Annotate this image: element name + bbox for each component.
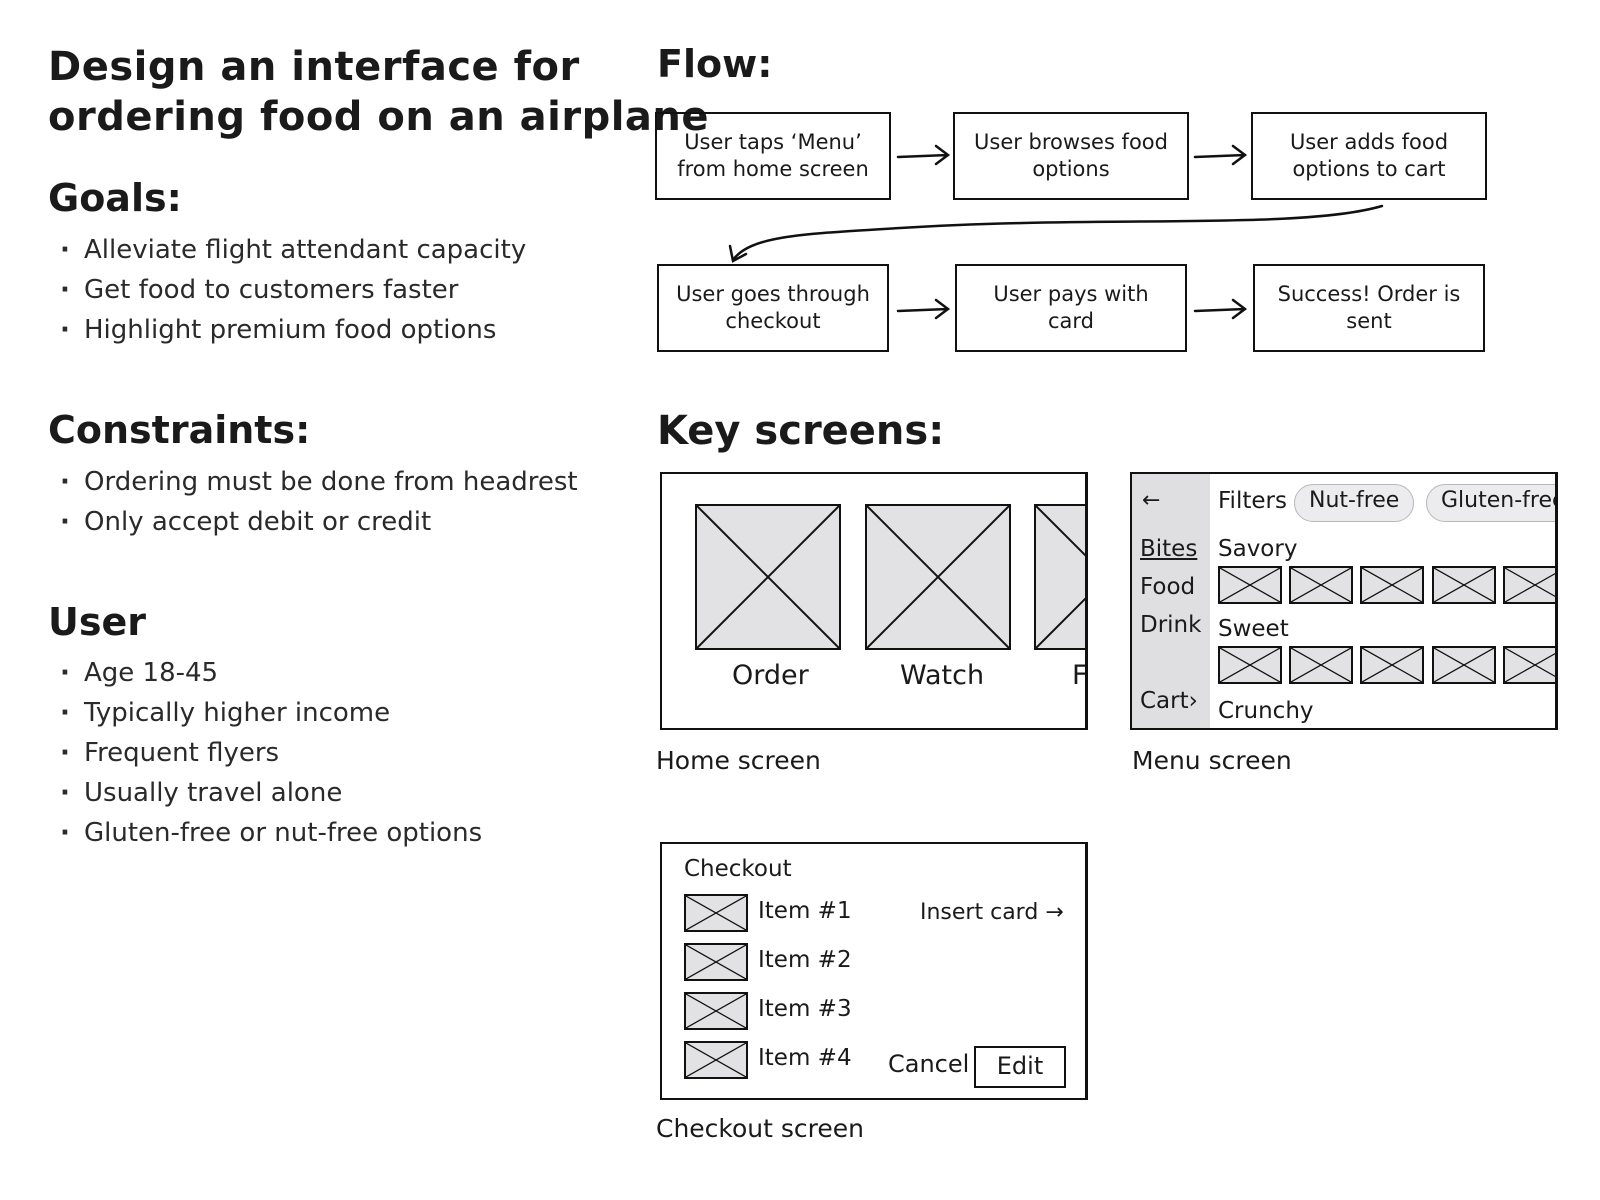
flow-step-text: User adds food xyxy=(1289,130,1449,154)
flow-arrows xyxy=(728,144,1384,320)
flow-step-text: options xyxy=(1032,157,1110,181)
food-thumbnail[interactable] xyxy=(1289,566,1353,604)
cart-link[interactable]: Cart› xyxy=(1140,688,1198,714)
food-thumbnail[interactable] xyxy=(1432,646,1496,684)
menu-screen-caption: Menu screen xyxy=(1132,746,1292,775)
list-item: Frequent flyers xyxy=(60,733,482,773)
constraints-list: Ordering must be done from headrest Only… xyxy=(60,462,578,542)
list-item: Gluten-free or nut-free options xyxy=(60,813,482,853)
third-label: F xyxy=(1072,660,1088,691)
food-thumbnail[interactable] xyxy=(1432,566,1496,604)
flow-step-text: checkout xyxy=(725,309,821,333)
page-title: Design an interface for ordering food on… xyxy=(48,42,709,142)
title-line-1: Design an interface for xyxy=(48,44,580,90)
user-list: Age 18-45 Typically higher income Freque… xyxy=(60,653,482,853)
list-item: Get food to customers faster xyxy=(60,270,526,310)
checkout-item: Item #2 xyxy=(758,947,852,973)
order-label: Order xyxy=(732,660,809,691)
arrow-right-icon xyxy=(1193,144,1248,166)
user-heading: User xyxy=(48,600,146,644)
flow-step-4: User goes through checkout xyxy=(657,264,889,352)
item-thumbnail xyxy=(684,943,748,981)
checkout-title: Checkout xyxy=(684,856,792,882)
food-thumbnail[interactable] xyxy=(1360,646,1424,684)
flow-step-text: card xyxy=(1047,309,1094,333)
item-thumbnail xyxy=(684,1041,748,1079)
food-thumbnail[interactable] xyxy=(1218,566,1282,604)
food-thumbnail[interactable] xyxy=(1503,566,1555,604)
sidebar-item-food[interactable]: Food xyxy=(1140,574,1196,600)
edit-button[interactable]: Edit xyxy=(974,1046,1066,1088)
filters-label: Filters xyxy=(1218,488,1287,514)
list-item: Age 18-45 xyxy=(60,653,482,693)
flow-step-text: options to cart xyxy=(1292,157,1446,181)
flow-step-text: User browses food xyxy=(974,130,1168,154)
list-item: Typically higher income xyxy=(60,693,482,733)
menu-screen-frame: ← Bites Food Drink Cart› Filters Nut-fre… xyxy=(1130,472,1558,730)
item-thumbnail xyxy=(684,992,748,1030)
flow-step-text: User goes through xyxy=(676,282,870,306)
arrow-right-icon xyxy=(896,144,951,166)
flow-step-text: Success! Order is xyxy=(1277,282,1461,306)
item-thumbnail xyxy=(684,894,748,932)
home-screen-frame: Order Watch F xyxy=(660,472,1088,730)
food-thumbnail[interactable] xyxy=(1289,646,1353,684)
flow-step-text: sent xyxy=(1346,309,1392,333)
insert-card-link[interactable]: Insert card → xyxy=(920,900,1064,925)
checkout-item: Item #4 xyxy=(758,1045,852,1071)
menu-sidebar: ← Bites Food Drink Cart› xyxy=(1132,474,1210,728)
cancel-button[interactable]: Cancel xyxy=(888,1050,970,1078)
back-arrow-icon[interactable]: ← xyxy=(1142,488,1161,513)
checkout-item: Item #1 xyxy=(758,898,852,924)
checkout-screen-caption: Checkout screen xyxy=(656,1114,865,1143)
home-screen-caption: Home screen xyxy=(656,746,821,775)
checkout-item: Item #3 xyxy=(758,996,852,1022)
row-label-sweet: Sweet xyxy=(1218,616,1289,642)
arrow-right-icon xyxy=(1193,298,1248,320)
flow-step-5: User pays with card xyxy=(955,264,1187,352)
list-item: Only accept debit or credit xyxy=(60,502,578,542)
list-item: Ordering must be done from headrest xyxy=(60,462,578,502)
constraints-heading: Constraints: xyxy=(48,408,311,452)
flow-heading: Flow: xyxy=(657,42,773,86)
flow-step-1: User taps ‘Menu’ from home screen xyxy=(655,112,891,200)
filter-chip-gluten-free[interactable]: Gluten-free xyxy=(1426,484,1555,522)
arrow-right-icon xyxy=(896,298,951,320)
order-tile[interactable] xyxy=(695,504,841,650)
goals-heading: Goals: xyxy=(48,176,182,220)
row-label-savory: Savory xyxy=(1218,536,1298,562)
third-tile[interactable] xyxy=(1034,504,1085,650)
flow-step-2: User browses food options xyxy=(953,112,1189,200)
row-label-crunchy: Crunchy xyxy=(1218,698,1314,724)
flow-step-3: User adds food options to cart xyxy=(1251,112,1487,200)
key-screens-heading: Key screens: xyxy=(657,408,945,454)
sidebar-item-bites[interactable]: Bites xyxy=(1140,536,1198,562)
sidebar-item-drink[interactable]: Drink xyxy=(1140,612,1202,638)
flow-step-6: Success! Order is sent xyxy=(1253,264,1485,352)
list-item: Highlight premium food options xyxy=(60,310,526,350)
food-thumbnail[interactable] xyxy=(1218,646,1282,684)
title-line-2: ordering food on an airplane xyxy=(48,94,710,140)
flow-step-text: User taps ‘Menu’ xyxy=(684,130,862,154)
list-item: Alleviate flight attendant capacity xyxy=(60,230,526,270)
food-thumbnail[interactable] xyxy=(1503,646,1555,684)
filter-chip-nut-free[interactable]: Nut-free xyxy=(1294,484,1415,522)
checkout-screen-frame: Checkout Item #1 Item #2 Item #3 Item #4… xyxy=(660,842,1088,1100)
watch-tile[interactable] xyxy=(865,504,1011,650)
watch-label: Watch xyxy=(900,660,985,691)
list-item: Usually travel alone xyxy=(60,773,482,813)
goals-list: Alleviate flight attendant capacity Get … xyxy=(60,230,526,350)
arrow-curved-icon xyxy=(728,204,1384,263)
food-thumbnail[interactable] xyxy=(1360,566,1424,604)
flow-step-text: User pays with xyxy=(993,282,1149,306)
flow-step-text: from home screen xyxy=(677,157,869,181)
